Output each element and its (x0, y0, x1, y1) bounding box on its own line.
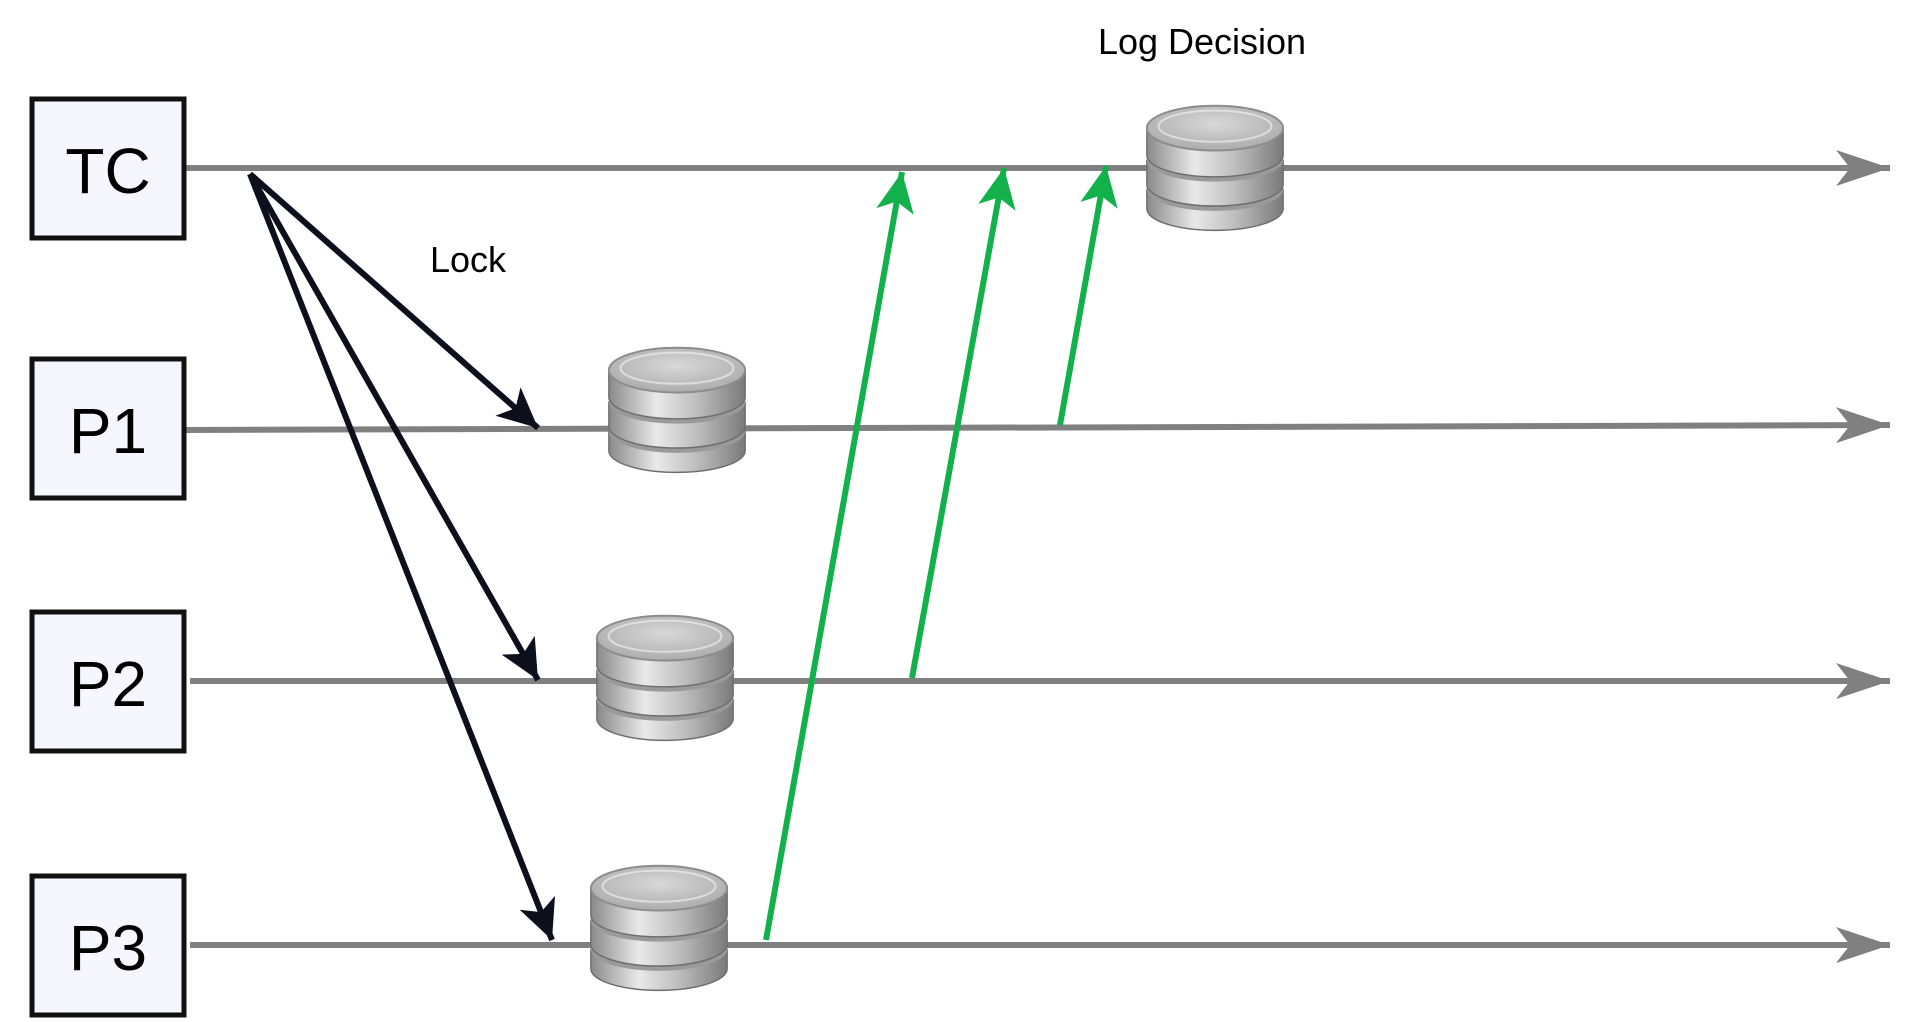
database-icon (607, 346, 747, 474)
lock-messages (247, 171, 556, 942)
lock-arrow-p3 (247, 172, 556, 942)
process-label-p1: P1 (69, 395, 147, 467)
log-decision-label: Log Decision (1098, 21, 1306, 62)
vote-arrow-p2 (909, 167, 1016, 679)
lock-arrow-p1 (248, 171, 540, 431)
process-label-p3: P3 (69, 912, 147, 984)
database-icon (1145, 104, 1285, 232)
timelines (184, 150, 1891, 963)
process-box-p1: P1 (29, 356, 187, 501)
database-icon (595, 614, 735, 742)
process-label-p2: P2 (69, 648, 147, 720)
process-box-tc: TC (29, 96, 187, 241)
vote-messages (763, 165, 1118, 941)
database-icon (589, 864, 729, 992)
lock-arrow-p2 (247, 172, 541, 682)
lock-label: Lock (430, 239, 507, 280)
process-box-p2: P2 (29, 609, 187, 754)
timeline-p1 (184, 407, 1891, 444)
process-label-tc: TC (65, 135, 150, 207)
vote-arrow-p3 (763, 171, 914, 941)
process-box-p3: P3 (29, 873, 187, 1018)
vote-arrow-p1 (1057, 165, 1118, 426)
